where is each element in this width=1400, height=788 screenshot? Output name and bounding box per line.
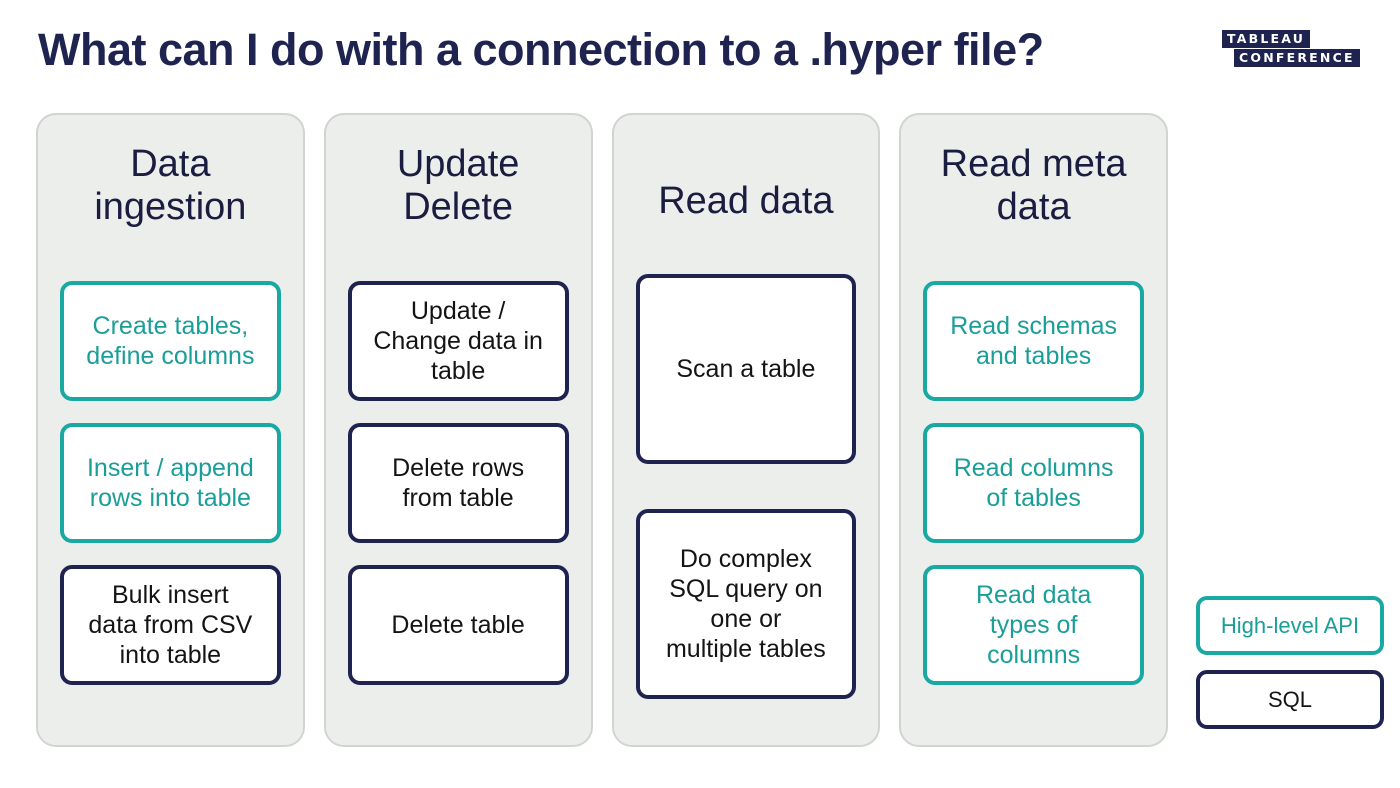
- capability-box-line: SQL query on: [669, 575, 823, 603]
- legend: High-level API SQL: [1196, 596, 1384, 729]
- column-header-line: ingestion: [94, 185, 247, 228]
- capability-box-delete-table[interactable]: Delete table: [347, 565, 569, 685]
- column-header-line: data: [996, 185, 1071, 228]
- capability-box-scan-a-table[interactable]: Scan a table: [635, 274, 857, 464]
- capability-box-line: from table: [402, 484, 514, 512]
- column-header-line: Delete: [403, 185, 514, 228]
- column-header-line: Update: [396, 143, 520, 185]
- column-header-line: Read data: [658, 180, 834, 223]
- column-header-read-data: Read data: [636, 129, 857, 274]
- legend-high-level-api[interactable]: High-level API: [1196, 596, 1384, 655]
- legend-sql[interactable]: SQL: [1196, 670, 1384, 729]
- capability-box-line: Scan a table: [676, 355, 816, 383]
- tableau-conference-logo: TABLEAU CONFERENCE: [1216, 30, 1376, 76]
- page-title: What can I do with a connection to a .hy…: [38, 24, 1044, 75]
- capability-box-line: multiple tables: [665, 635, 826, 663]
- column-header-line: Read meta: [940, 143, 1127, 185]
- capability-box-line: Insert / append: [86, 454, 254, 482]
- capability-box-line: one or: [710, 605, 782, 633]
- capability-box-line: types of: [989, 611, 1078, 639]
- capability-box-line: Change data in: [373, 327, 543, 355]
- capability-box-line: define columns: [86, 342, 255, 370]
- logo-text-conference: CONFERENCE: [1234, 49, 1360, 68]
- capability-box-line: and tables: [975, 342, 1092, 370]
- capability-box-line: Read data: [975, 581, 1092, 609]
- capability-box-line: Delete rows: [392, 454, 525, 482]
- capability-box-line: data from CSV: [88, 611, 253, 639]
- column-header-line: Data: [130, 143, 211, 185]
- capability-box-line: table: [431, 357, 486, 385]
- capability-box-line: Read schemas: [950, 312, 1117, 340]
- capability-box-line: Delete table: [391, 611, 525, 639]
- capability-box-line: Bulk insert: [112, 581, 229, 609]
- capability-box-line: rows into table: [89, 484, 251, 512]
- capability-box-line: of tables: [986, 484, 1081, 512]
- capability-box-line: into table: [119, 641, 222, 669]
- capability-box-line: columns: [987, 641, 1081, 669]
- logo-text-tableau: TABLEAU: [1222, 30, 1311, 49]
- capability-box-line: Read columns: [953, 454, 1114, 482]
- capability-box-line: Create tables,: [92, 312, 249, 340]
- capability-box-line: Do complex: [679, 545, 812, 573]
- capability-box-create-tables[interactable]: Create tables,define columns: [60, 281, 281, 401]
- capability-box-line: Update /: [410, 297, 506, 325]
